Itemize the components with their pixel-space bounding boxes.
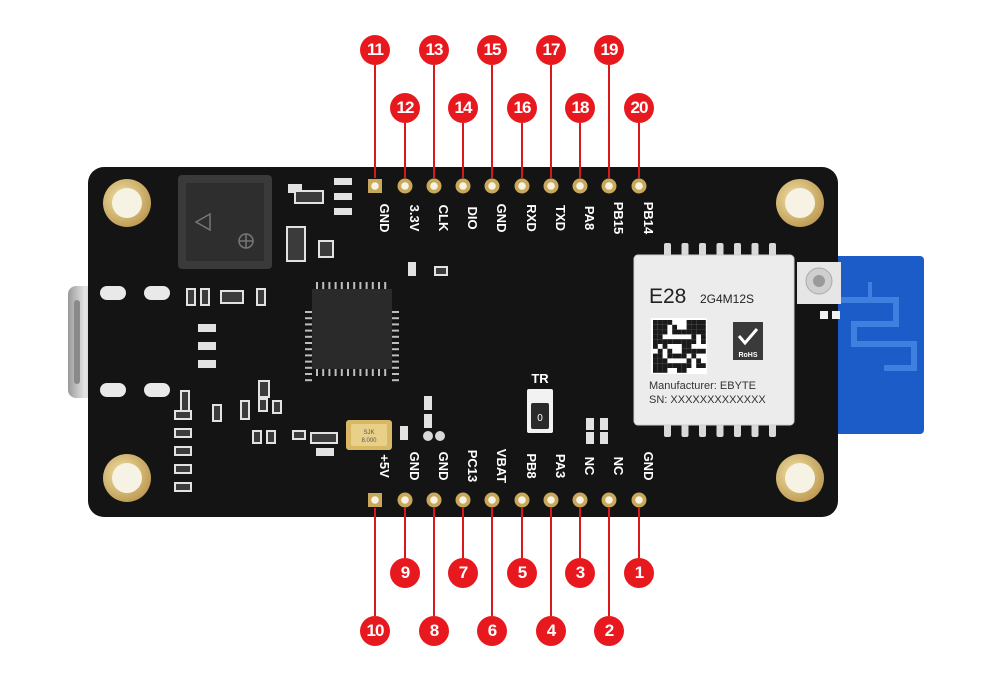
crystal-label-1: SJK (363, 430, 374, 436)
pin-label-top: PA8 (582, 206, 597, 230)
leader-line (491, 508, 493, 616)
leader-line (404, 508, 406, 558)
pin-marker-6: 6 (477, 616, 507, 646)
pin-marker-18: 18 (565, 93, 595, 123)
leader-line (579, 508, 581, 558)
leader-line (374, 508, 376, 616)
crystal: SJK 8.000 (346, 420, 392, 450)
pin-label-bottom: GND (436, 452, 451, 481)
tr-switch: TR 0 (527, 371, 553, 433)
qr-code (651, 318, 707, 374)
leader-line (521, 508, 523, 558)
pin-label-top: GND (494, 204, 509, 233)
rohs-label: RoHS (738, 352, 757, 359)
pin-marker-13: 13 (419, 35, 449, 65)
module-part: 2G4M12S (700, 292, 754, 306)
leader-line (608, 65, 610, 178)
pin-marker-3: 3 (565, 558, 595, 588)
pin-marker-17: 17 (536, 35, 566, 65)
leader-line (374, 65, 376, 178)
buzzer (178, 175, 272, 269)
pin-label-top: PB15 (611, 202, 626, 235)
pin-marker-8: 8 (419, 616, 449, 646)
leader-line (404, 123, 406, 178)
mcu-chip (305, 282, 399, 382)
leader-line (462, 123, 464, 178)
e28-module: E28 2G4M12S RoHS Manufacturer: EBYTE SN:… (633, 254, 795, 426)
leader-line (608, 508, 610, 616)
leader-line (579, 123, 581, 178)
pin-label-bottom: VBAT (494, 449, 509, 483)
leader-line (638, 123, 640, 178)
pin-marker-9: 9 (390, 558, 420, 588)
pin-marker-4: 4 (536, 616, 566, 646)
pin-label-top: DIO (465, 206, 480, 229)
pin-marker-7: 7 (448, 558, 478, 588)
pin-marker-5: 5 (507, 558, 537, 588)
smd-components (174, 178, 608, 492)
tr-switch-label: TR (531, 371, 549, 386)
pin-label-bottom: NC (611, 457, 626, 476)
tr-switch-value: 0 (537, 413, 543, 424)
leader-line (550, 508, 552, 616)
leader-line (521, 123, 523, 178)
pin-label-top: GND (377, 204, 392, 233)
pin-marker-11: 11 (360, 35, 390, 65)
pin-marker-20: 20 (624, 93, 654, 123)
pin-marker-16: 16 (507, 93, 537, 123)
module-model: E28 (649, 285, 686, 308)
pin-marker-10: 10 (360, 616, 390, 646)
pin-label-bottom: PC13 (465, 450, 480, 483)
pin-label-top: PB14 (641, 202, 656, 235)
pin-label-top: RXD (524, 204, 539, 231)
leader-line (462, 508, 464, 558)
mounting-holes (103, 179, 824, 502)
leader-line (433, 508, 435, 616)
module-manufacturer: Manufacturer: EBYTE (649, 380, 756, 392)
pin-marker-2: 2 (594, 616, 624, 646)
pin-marker-15: 15 (477, 35, 507, 65)
ipex-connector (797, 262, 841, 319)
pin-label-top: TXD (553, 205, 568, 231)
module-sn: SN: XXXXXXXXXXXXX (649, 394, 766, 406)
crystal-label-2: 8.000 (361, 438, 377, 444)
leader-line (433, 65, 435, 178)
pin-label-bottom: PA3 (553, 454, 568, 478)
leader-line (550, 65, 552, 178)
pin-marker-12: 12 (390, 93, 420, 123)
pin-marker-19: 19 (594, 35, 624, 65)
pin-marker-14: 14 (448, 93, 478, 123)
pin-label-bottom: GND (407, 452, 422, 481)
pin-label-bottom: GND (641, 452, 656, 481)
leader-line (491, 65, 493, 178)
pin-marker-1: 1 (624, 558, 654, 588)
leader-line (638, 508, 640, 558)
pin-label-top: 3.3V (407, 205, 422, 232)
pin-label-bottom: NC (582, 457, 597, 476)
pin-label-top: CLK (436, 205, 451, 232)
rohs-mark: RoHS (733, 322, 763, 360)
pin-label-bottom: +5V (377, 454, 392, 478)
pin-label-bottom: PB8 (524, 453, 539, 478)
